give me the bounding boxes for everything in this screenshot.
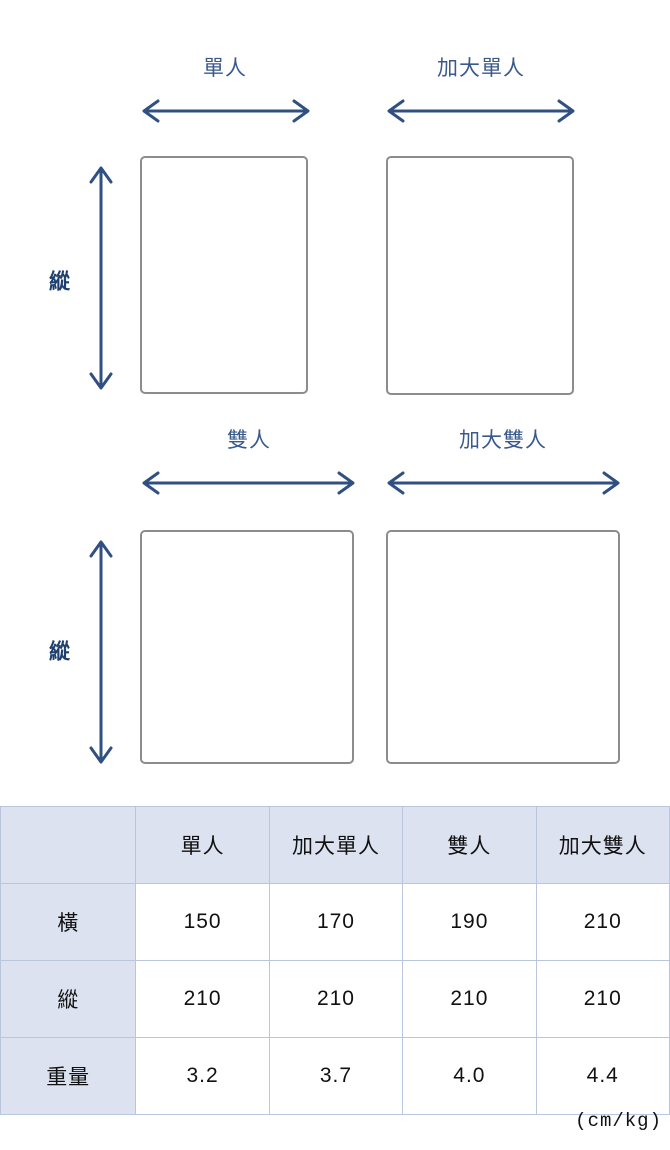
width-arrow-single-xl-icon [387, 99, 575, 123]
cell-width-single: 150 [135, 883, 270, 961]
size-label-single: 單人 [203, 57, 247, 80]
table-header-single: 單人 [135, 806, 270, 884]
spec-table-container: 單人 加大單人 雙人 加大雙人 橫 150 170 190 210 縱 210 … [0, 806, 670, 1115]
height-arrow-row1-icon [89, 166, 113, 390]
table-row: 橫 150 170 190 210 [0, 883, 670, 961]
height-label-row1: 縱 [49, 270, 71, 294]
cell-weight-double: 4.0 [402, 1037, 537, 1115]
size-label-single-xl: 加大單人 [437, 57, 525, 80]
cell-length-single-xl: 210 [268, 960, 404, 1038]
diagram-area: 單人 加大單人 縱 雙人 加大雙人 [49, 57, 620, 764]
unit-note: (cm/kg) [575, 1110, 662, 1132]
cell-width-double-xl: 210 [535, 883, 670, 961]
cell-length-double-xl: 210 [535, 960, 670, 1038]
cell-weight-double-xl: 4.4 [535, 1037, 670, 1115]
row-label-length: 縱 [0, 960, 137, 1038]
height-label-row2: 縱 [49, 640, 71, 664]
cell-width-single-xl: 170 [268, 883, 404, 961]
width-arrow-double-xl-icon [387, 471, 620, 495]
table-header-single-xl: 加大單人 [268, 806, 404, 884]
bed-rect-single [140, 156, 308, 394]
row-label-width: 橫 [0, 883, 137, 961]
table-row: 重量 3.2 3.7 4.0 4.4 [0, 1037, 670, 1115]
bed-rect-double-xl [386, 530, 620, 764]
cell-weight-single: 3.2 [135, 1037, 270, 1115]
bed-rect-double [140, 530, 354, 764]
size-label-double: 雙人 [227, 429, 271, 452]
cell-length-double: 210 [402, 960, 537, 1038]
row-label-weight: 重量 [0, 1037, 137, 1115]
cell-weight-single-xl: 3.7 [268, 1037, 404, 1115]
spec-table: 單人 加大單人 雙人 加大雙人 橫 150 170 190 210 縱 210 … [0, 806, 670, 1115]
table-header-double-xl: 加大雙人 [535, 806, 670, 884]
cell-width-double: 190 [402, 883, 537, 961]
table-row: 縱 210 210 210 210 [0, 960, 670, 1038]
width-arrow-double-icon [142, 471, 355, 495]
table-header-row: 單人 加大單人 雙人 加大雙人 [0, 806, 670, 884]
table-header-double: 雙人 [402, 806, 537, 884]
width-arrow-single-icon [142, 99, 310, 123]
cell-length-single: 210 [135, 960, 270, 1038]
bed-rect-single-xl [386, 156, 574, 395]
table-corner-cell [0, 806, 137, 884]
size-label-double-xl: 加大雙人 [459, 429, 547, 452]
height-arrow-row2-icon [89, 540, 113, 764]
